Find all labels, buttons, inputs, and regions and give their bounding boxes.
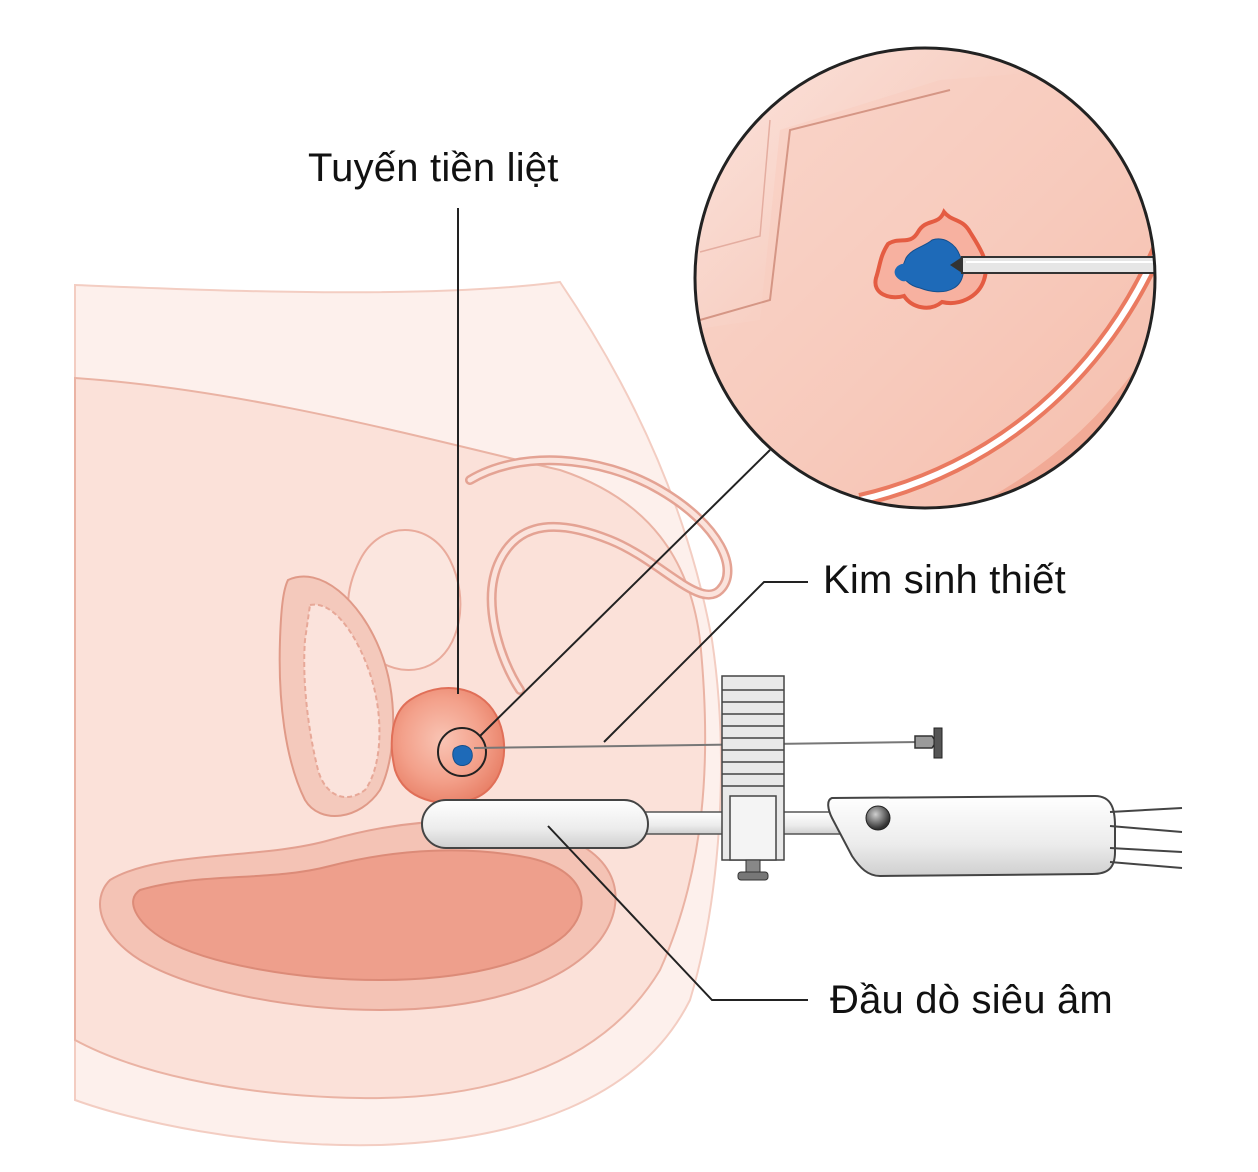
ultrasound-probe [421,675,1183,881]
label-prostate: Tuyến tiền liệt [308,146,559,190]
prostate-gland [390,687,506,804]
guide-clamp [729,795,777,861]
biopsy-needle [473,727,943,759]
magnify-circle-small [437,727,487,777]
magnified-inset [693,46,1157,510]
leader-probe [547,825,808,1001]
prostate-shape [390,687,506,804]
needle-cap [933,727,943,759]
inset-fold-line-2 [699,119,771,253]
tumor-core [901,238,964,293]
tumor-small [452,745,473,766]
inset-needle [961,256,1155,274]
leader-needle [603,581,808,743]
needle-guide-ridges [722,689,784,787]
probe-tip [421,799,649,849]
probe-button [865,805,891,831]
leader-zoom [479,449,771,737]
probe-cable [1109,807,1183,869]
needle-shaft [473,741,921,749]
pubic-bone-inner [303,603,381,799]
tumor-core-lobe [894,263,913,282]
label-ultrasound-probe: Đầu dò siêu âm [830,978,1113,1022]
inset-wall-white [859,218,1155,503]
seminal-vesicle-core [467,457,730,693]
label-biopsy-needle: Kim sinh thiết [823,558,1066,602]
inset-border [693,46,1157,510]
inset-needle-tip [950,257,962,273]
leader-lines [457,208,808,1001]
inset-fold-line [699,89,951,321]
guide-screw-head [737,871,769,881]
rectum-lumen [132,849,583,982]
needle-hub [914,735,937,749]
